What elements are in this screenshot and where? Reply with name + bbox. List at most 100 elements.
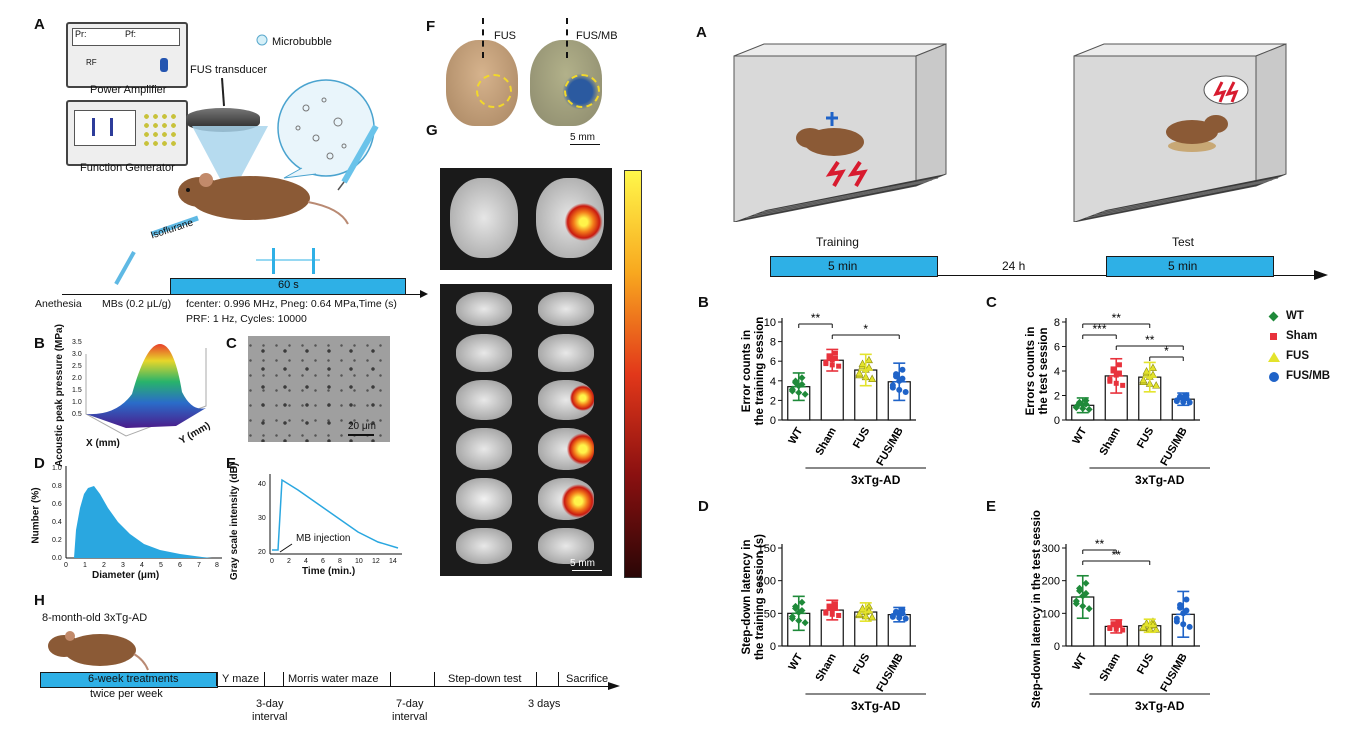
legend-label: Sham bbox=[1286, 330, 1318, 342]
data-point bbox=[1107, 376, 1113, 382]
bar-chart-test-latency: Step-down latency in the test session (s… bbox=[1031, 510, 1210, 713]
y-tick-label: 4 bbox=[770, 376, 776, 388]
bar-chart-training-latency: Step-down latency inthe training session… bbox=[741, 534, 926, 713]
data-point bbox=[836, 612, 842, 618]
chart-ylabel: Error counts inthe training session bbox=[741, 317, 766, 426]
brain-slice bbox=[456, 528, 512, 564]
focus-circle bbox=[476, 74, 512, 108]
data-point bbox=[1110, 621, 1116, 627]
panel-label-f: F bbox=[426, 18, 436, 35]
group-label: 3xTg-AD bbox=[851, 699, 901, 713]
timeline-tick bbox=[434, 672, 435, 686]
y-tick-label: 200 bbox=[1042, 576, 1060, 588]
d-xtick: 5 bbox=[159, 562, 163, 569]
e-xtick: 6 bbox=[321, 558, 325, 565]
data-point bbox=[832, 605, 838, 611]
brain-slice bbox=[456, 428, 512, 470]
data-point bbox=[902, 389, 909, 396]
stepdown-label: Step-down test bbox=[448, 673, 522, 685]
scale-bar bbox=[572, 570, 602, 571]
group-label: 3xTg-AD bbox=[851, 473, 901, 487]
d-xtick: 6 bbox=[178, 562, 182, 569]
d-ytick: 0.8 bbox=[52, 483, 62, 490]
brain-slice bbox=[538, 528, 594, 564]
category-label: WT bbox=[1070, 425, 1089, 446]
acoustic-pressure-surface: 0.5 1.0 1.5 2.0 2.5 3.0 3.5 bbox=[72, 339, 207, 437]
y-tick-label: 2 bbox=[770, 395, 776, 407]
test-label: Test bbox=[1172, 235, 1195, 249]
treatment-timeline-arrow-icon bbox=[608, 682, 620, 690]
b-ztick: 2.0 bbox=[72, 375, 82, 382]
panel-b-xlabel: X (mm) bbox=[86, 438, 120, 449]
panel-g-scale-label: 5 mm bbox=[570, 558, 595, 569]
data-point bbox=[1082, 589, 1090, 597]
panel-label-a: A bbox=[34, 16, 45, 33]
sonication-bar bbox=[170, 278, 406, 295]
timeline-tick bbox=[536, 672, 537, 686]
brain-slice bbox=[456, 380, 512, 420]
category-label: Sham bbox=[813, 651, 838, 683]
e-xtick: 2 bbox=[287, 558, 291, 565]
panel-f-scale-label: 5 mm bbox=[570, 132, 595, 143]
panel-label-d: D bbox=[34, 455, 45, 472]
panel-d-xlabel: Diameter (μm) bbox=[92, 570, 160, 581]
panel-label-h: H bbox=[34, 592, 45, 609]
timeline-arrow-icon bbox=[420, 290, 428, 298]
category-label: FUS bbox=[1135, 652, 1156, 677]
category-label: FUS bbox=[851, 426, 872, 451]
data-point bbox=[893, 608, 900, 615]
mb-injection-annotation: MB injection bbox=[296, 533, 351, 544]
timeline-tick bbox=[283, 672, 284, 686]
e-xtick: 10 bbox=[355, 558, 363, 565]
generator-waveform-icon bbox=[110, 118, 113, 136]
y-tick-label: 100 bbox=[758, 576, 776, 588]
training-bar-label: 5 min bbox=[828, 259, 858, 273]
data-point bbox=[899, 610, 906, 617]
mbs-label: MBs (0.2 μL/g) bbox=[102, 298, 172, 310]
fluorescence-colorbar bbox=[624, 170, 642, 578]
interval2-label: 7-day bbox=[396, 698, 424, 710]
session-timeline-arrow-icon bbox=[1314, 270, 1328, 280]
data-point bbox=[798, 598, 806, 606]
e-xtick: 8 bbox=[338, 558, 342, 565]
e-xtick: 0 bbox=[270, 558, 274, 565]
d-ytick: 0.0 bbox=[52, 555, 62, 562]
data-point bbox=[823, 359, 829, 365]
d-xtick: 3 bbox=[121, 562, 125, 569]
data-point bbox=[832, 350, 838, 356]
timeline-tick bbox=[390, 672, 391, 686]
data-point bbox=[836, 363, 842, 369]
data-point bbox=[1186, 623, 1193, 630]
amplifier-display bbox=[72, 28, 180, 46]
scale-bar bbox=[570, 144, 600, 145]
training-chamber bbox=[733, 43, 947, 222]
panel-label-g: G bbox=[426, 122, 438, 139]
gap-label: 24 h bbox=[1002, 259, 1026, 273]
y-tick-label: 6 bbox=[1054, 342, 1060, 354]
data-point bbox=[792, 602, 800, 610]
data-point bbox=[864, 355, 873, 364]
data-point bbox=[858, 359, 867, 367]
right-panel-label-e: E bbox=[986, 498, 997, 515]
panel-label-c: C bbox=[226, 335, 237, 352]
data-point bbox=[1116, 619, 1122, 625]
data-point bbox=[1116, 370, 1122, 376]
fus-mb-label: FUS/MB bbox=[576, 30, 618, 42]
y-tick-label: 4 bbox=[1054, 366, 1060, 378]
brain-slice-signal bbox=[538, 478, 594, 520]
power-amplifier-label: Power Amplifier bbox=[90, 84, 167, 96]
data-point bbox=[889, 382, 896, 389]
triangle-marker-icon bbox=[1268, 352, 1280, 362]
test-bar-label: 5 min bbox=[1168, 259, 1198, 273]
brain-image bbox=[450, 178, 518, 258]
sonication-params-2: PRF: 1 Hz, Cycles: 10000 bbox=[186, 313, 307, 325]
data-point bbox=[832, 355, 838, 361]
b-ztick: 3.5 bbox=[72, 339, 82, 346]
y-tick-label: 0 bbox=[1054, 641, 1060, 653]
e-ytick: 20 bbox=[258, 549, 266, 556]
data-point bbox=[1139, 622, 1148, 631]
y-tick-label: 8 bbox=[1054, 317, 1060, 329]
scale-bar bbox=[348, 434, 374, 436]
category-label: FUS/MB bbox=[874, 651, 906, 694]
isoflurane-tube-icon bbox=[151, 215, 199, 237]
